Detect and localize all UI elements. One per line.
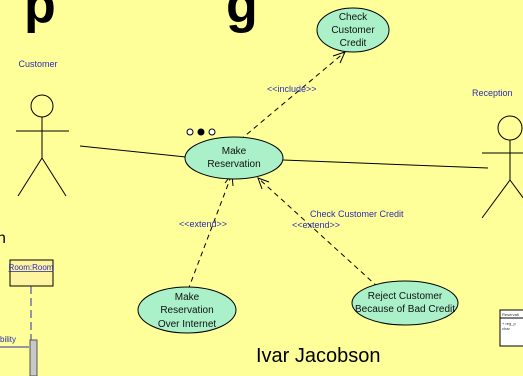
extension-point-label: Check Customer Credit [310, 209, 404, 219]
usecase-text: Make [222, 146, 247, 157]
class-attr: + reg_p [502, 321, 516, 326]
usecase-text: Credit [340, 38, 367, 49]
class-box [499, 309, 523, 347]
usecase-text: Check [339, 12, 368, 23]
object-box [9, 259, 54, 287]
actor-label: Customer [18, 59, 57, 69]
extend-arrowhead-reject [257, 177, 270, 190]
association-customer [79, 145, 187, 158]
usecase-make-reservation[interactable]: Make Reservation [184, 136, 284, 180]
actor-head [30, 94, 54, 118]
class-box-fragment: Reservati + reg_p char [499, 309, 523, 347]
selection-handle[interactable] [186, 128, 194, 136]
usecase-reject-customer[interactable]: Reject Customer Because of Bad Credit [351, 280, 459, 326]
extend-label-reject: <<extend>> [292, 220, 340, 230]
heading-fragment: p [24, 0, 56, 34]
actor-customer[interactable]: Customer [16, 59, 69, 197]
message-fragment: bility [0, 335, 16, 344]
association-reception [282, 159, 489, 169]
usecase-reservation-over-internet[interactable]: Make Reservation Over Internet [137, 286, 237, 334]
sequence-fragment: Room:Room bility [0, 259, 54, 376]
extend-label-internet: <<extend>> [179, 219, 227, 229]
usecase-text: Reservation [207, 159, 260, 170]
selection-handle[interactable] [208, 128, 216, 136]
usecase-text: Over Internet [158, 319, 217, 330]
extend-arrow-internet [187, 173, 233, 291]
actor-leg [17, 157, 43, 197]
usecase-text: Make [175, 292, 200, 303]
usecase-check-customer-credit[interactable]: Check Customer Credit [316, 7, 390, 53]
include-arrow [239, 51, 346, 141]
usecase-text: Reservation [160, 305, 213, 316]
usecase-text: Reject Customer [368, 291, 443, 302]
class-attr: char [502, 326, 510, 331]
actor-leg [481, 179, 511, 219]
actor-head [497, 115, 523, 141]
left-text-fragment: n [0, 230, 6, 247]
actor-leg [509, 179, 523, 199]
selection-handle[interactable] [197, 128, 205, 136]
credit-text: Ivar Jacobson [256, 345, 381, 367]
extend-arrow-reject [257, 177, 379, 288]
class-title: Reservati [502, 312, 519, 317]
heading-fragment-2: g [226, 0, 258, 34]
usecase-text: Customer [331, 25, 375, 36]
activation-bar [29, 339, 38, 376]
actor-label: Reception [472, 88, 513, 98]
actor-reception[interactable]: Reception [472, 88, 523, 219]
actor-leg [41, 157, 67, 197]
usecase-text: Because of Bad Credit [355, 304, 455, 315]
object-label: Room:Room [9, 263, 54, 272]
include-label: <<include>> [267, 84, 317, 94]
